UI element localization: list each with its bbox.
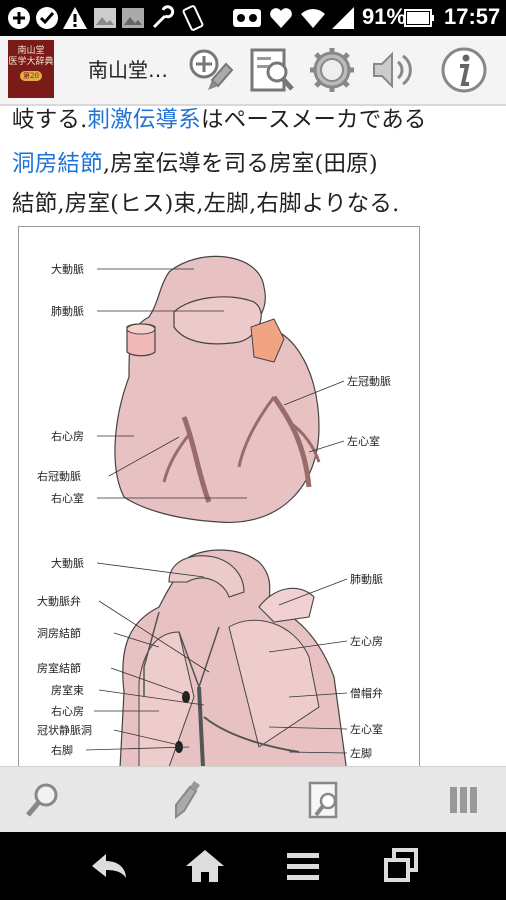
- menu-icon[interactable]: [278, 844, 328, 888]
- app-logo[interactable]: 南山堂 医学大辞典 第20版: [8, 40, 54, 98]
- battery-icon: [404, 9, 434, 27]
- article-line-0: 岐する.刺激伝導系はペースメーカである: [12, 106, 427, 134]
- app-bar: 南山堂 医学大辞典 第20版 南山堂…: [0, 36, 506, 106]
- label-mitral-valve: 僧帽弁: [350, 686, 383, 700]
- wrench-icon: [152, 5, 175, 29]
- label-right-atrium: 右心房: [51, 429, 84, 443]
- label-left-ventricle-2: 左心室: [350, 722, 383, 736]
- label-aorta: 大動脈: [51, 262, 84, 276]
- back-icon[interactable]: [84, 844, 134, 888]
- heart-section-illustration: [119, 549, 347, 766]
- marker-icon[interactable]: [162, 777, 208, 823]
- logo-line1: 南山堂: [17, 46, 45, 56]
- voicemail-icon: [233, 9, 261, 27]
- phone-icon: [182, 5, 204, 31]
- article-text: はペースメーカである: [200, 107, 427, 133]
- label-right-bundle: 右脚: [51, 743, 73, 757]
- recent-apps-icon[interactable]: [376, 844, 426, 888]
- article-line-1: 洞房結節,房室伝導を司る房室(田原): [12, 146, 378, 178]
- heart-figure: 大動脈 肺動脈 左冠動脈 右心房 左心室 右冠動脈 右心室: [18, 226, 420, 766]
- warning-icon: [63, 7, 87, 29]
- heart-exterior-illustration: [114, 255, 321, 523]
- wifi-icon: [301, 9, 325, 29]
- label-pulmonary-artery: 肺動脈: [51, 304, 84, 318]
- check-icon: [36, 7, 58, 29]
- info-icon[interactable]: [436, 42, 492, 98]
- label-sa-node: 洞房結節: [37, 626, 81, 640]
- battery-percent: 91%: [362, 4, 407, 29]
- link-sa-node[interactable]: 洞房結節: [12, 151, 103, 177]
- article-text: ,房室伝導を司る房室(田原): [102, 151, 378, 177]
- page-search-icon[interactable]: [302, 777, 348, 823]
- label-aortic-valve: 大動脈弁: [37, 594, 81, 608]
- label-pulmonary-artery-2: 肺動脈: [350, 572, 383, 586]
- label-right-coronary: 右冠動脈: [37, 469, 81, 483]
- bottom-toolbar: [0, 766, 506, 833]
- image-icon: [94, 8, 116, 28]
- label-av-node: 房室結節: [37, 661, 81, 675]
- status-bar: 91% 17:57: [0, 0, 506, 36]
- label-right-atrium-2: 右心房: [51, 704, 84, 718]
- clock: 17:57: [444, 4, 501, 29]
- article-text: 岐する.: [12, 107, 88, 133]
- label-left-bundle: 左脚: [350, 746, 372, 760]
- label-left-atrium: 左心房: [350, 635, 383, 648]
- signal-icon: [332, 7, 354, 29]
- article-content[interactable]: 岐する.刺激伝導系はペースメーカである 洞房結節,房室伝導を司る房室(田原) 結…: [0, 106, 506, 766]
- label-his-bundle: 房室束: [51, 683, 84, 697]
- columns-icon[interactable]: [440, 777, 486, 823]
- image-icon: [122, 8, 144, 28]
- app-title: 南山堂…: [88, 58, 168, 82]
- heart-icon: [270, 8, 292, 28]
- label-right-ventricle: 右心室: [51, 491, 84, 505]
- home-icon[interactable]: [180, 844, 230, 888]
- label-coronary-sinus: 冠状静脈洞: [37, 723, 92, 737]
- label-aorta-2: 大動脈: [51, 556, 84, 570]
- label-left-ventricle: 左心室: [347, 434, 380, 448]
- label-left-coronary: 左冠動脈: [347, 374, 391, 388]
- search-page-icon[interactable]: [244, 42, 300, 98]
- article-line-2: 結節,房室(ヒス)束,左脚,右脚よりなる.: [12, 191, 400, 217]
- sound-icon[interactable]: [364, 42, 420, 98]
- logo-badge: 第20版: [20, 71, 42, 90]
- search-icon[interactable]: [20, 777, 66, 823]
- add-icon: [8, 7, 30, 29]
- settings-icon[interactable]: [304, 42, 360, 98]
- zoom-in-icon[interactable]: [182, 42, 238, 98]
- link-conduction-system[interactable]: 刺激伝導系: [87, 107, 201, 133]
- navigation-bar: [0, 832, 506, 900]
- logo-line2: 医学大辞典: [8, 57, 54, 67]
